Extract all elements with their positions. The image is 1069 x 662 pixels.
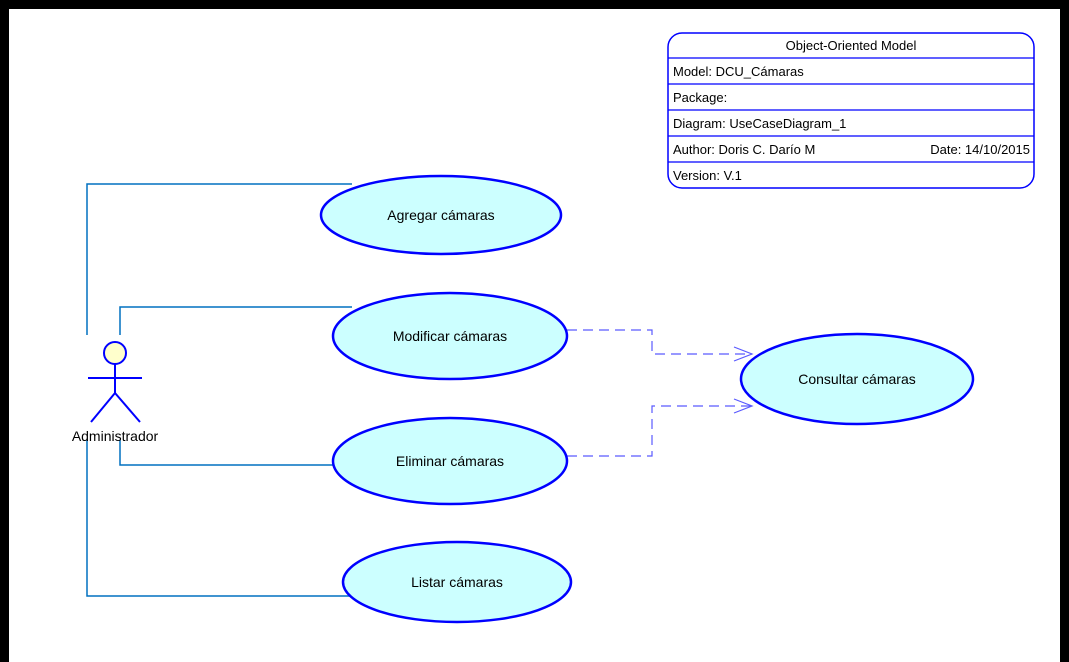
usecase-listar[interactable]: Listar cámaras — [341, 540, 573, 624]
association-agregar[interactable] — [86, 183, 352, 335]
model-info-title: Object-Oriented Model — [786, 38, 917, 53]
association-modificar[interactable] — [119, 306, 352, 335]
arrowhead-modificar-icon — [733, 346, 754, 362]
model-info-diagram: Diagram: UseCaseDiagram_1 — [673, 116, 846, 131]
arrowhead-eliminar-icon — [733, 398, 754, 414]
usecase-listar-label: Listar cámaras — [411, 574, 503, 590]
dependency-arrowheads — [733, 346, 754, 414]
actor-administrador[interactable]: Administrador — [72, 341, 159, 444]
dependency-eliminar-consultar[interactable] — [567, 405, 752, 457]
association-eliminar[interactable] — [119, 440, 340, 466]
associations — [86, 183, 356, 597]
model-info-model: Model: DCU_Cámaras — [673, 64, 804, 79]
model-info-author: Author: Doris C. Darío M — [673, 142, 815, 157]
usecase-modificar-label: Modificar cámaras — [393, 328, 507, 344]
model-info-date: Date: 14/10/2015 — [930, 142, 1030, 157]
actor-stick-figure-icon — [88, 341, 142, 423]
usecase-consultar[interactable]: Consultar cámaras — [739, 332, 975, 426]
usecase-agregar[interactable]: Agregar cámaras — [319, 174, 563, 256]
usecase-eliminar[interactable]: Eliminar cámaras — [331, 416, 569, 506]
model-info-box[interactable]: Object-Oriented Model Model: DCU_Cámaras… — [667, 32, 1035, 189]
usecase-eliminar-label: Eliminar cámaras — [396, 453, 504, 469]
usecase-agregar-label: Agregar cámaras — [387, 207, 494, 223]
association-listar[interactable] — [86, 440, 356, 597]
actor-label: Administrador — [72, 428, 159, 444]
model-info-package: Package: — [673, 90, 727, 105]
model-info-version: Version: V.1 — [673, 168, 742, 183]
dependencies — [567, 329, 752, 457]
usecase-consultar-label: Consultar cámaras — [798, 371, 916, 387]
usecase-modificar[interactable]: Modificar cámaras — [331, 291, 569, 381]
dependency-modificar-consultar[interactable] — [567, 329, 752, 355]
